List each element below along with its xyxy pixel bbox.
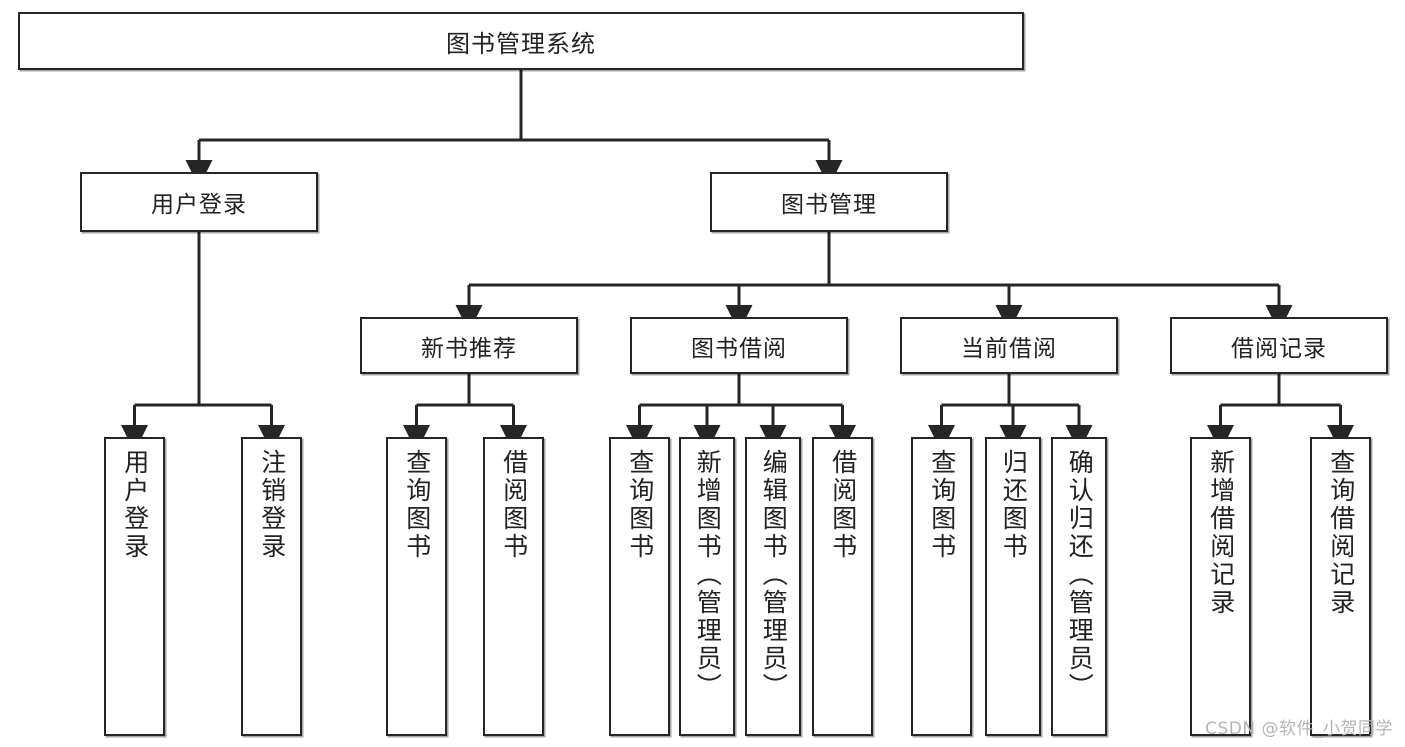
- node-leaf-query-book-borrow[interactable]: 查询图书: [609, 437, 670, 736]
- node-label: 注销登录: [257, 449, 287, 561]
- node-label: 用户登录: [151, 192, 247, 218]
- node-label: 编辑图书（管理员）: [759, 449, 789, 701]
- node-root[interactable]: 图书管理系统: [18, 12, 1024, 70]
- node-label: 图书借阅: [691, 335, 787, 362]
- node-book-manage[interactable]: 图书管理: [710, 172, 948, 232]
- watermark-label: CSDN @软件_小贺同学: [1205, 719, 1393, 739]
- node-borrow-record[interactable]: 借阅记录: [1170, 317, 1388, 374]
- node-leaf-edit-book[interactable]: 编辑图书（管理员）: [745, 437, 801, 736]
- node-leaf-query-record[interactable]: 查询借阅记录: [1310, 437, 1371, 736]
- node-label: 查询图书: [402, 449, 432, 561]
- node-current-borrow[interactable]: 当前借阅: [900, 317, 1118, 374]
- node-label: 新书推荐: [421, 335, 517, 362]
- node-label: 用户登录: [120, 449, 150, 561]
- node-leaf-query-book-cur[interactable]: 查询图书: [911, 437, 972, 736]
- node-leaf-borrow-book[interactable]: 借阅图书: [812, 437, 873, 736]
- node-new-book-rec[interactable]: 新书推荐: [360, 317, 578, 374]
- node-user-login[interactable]: 用户登录: [80, 172, 318, 232]
- node-label: 借阅图书: [828, 449, 858, 561]
- node-leaf-query-book-rec[interactable]: 查询图书: [386, 437, 447, 736]
- node-label: 查询借阅记录: [1326, 449, 1356, 617]
- node-label: 查询图书: [927, 449, 957, 561]
- node-label: 确认归还（管理员）: [1065, 449, 1095, 701]
- node-label: 归还图书: [999, 449, 1029, 561]
- node-label: 借阅记录: [1231, 335, 1327, 362]
- edge-group: [121, 70, 1354, 452]
- node-leaf-return-book[interactable]: 归还图书: [985, 437, 1041, 736]
- node-leaf-user-login[interactable]: 用户登录: [104, 437, 165, 736]
- node-label: 查询图书: [625, 449, 655, 561]
- node-leaf-logout[interactable]: 注销登录: [241, 437, 302, 736]
- node-label: 图书管理: [781, 192, 877, 218]
- node-label: 图书管理系统: [446, 29, 596, 58]
- node-leaf-add-book[interactable]: 新增图书（管理员）: [679, 437, 735, 736]
- node-label: 当前借阅: [961, 335, 1057, 362]
- node-leaf-add-record[interactable]: 新增借阅记录: [1190, 437, 1251, 736]
- node-book-borrow[interactable]: 图书借阅: [630, 317, 848, 374]
- node-label: 新增借阅记录: [1206, 449, 1236, 617]
- node-leaf-confirm-return[interactable]: 确认归还（管理员）: [1051, 437, 1107, 736]
- node-label: 借阅图书: [499, 449, 529, 561]
- node-label: 新增图书（管理员）: [693, 449, 723, 701]
- node-leaf-borrow-book-rec[interactable]: 借阅图书: [483, 437, 544, 736]
